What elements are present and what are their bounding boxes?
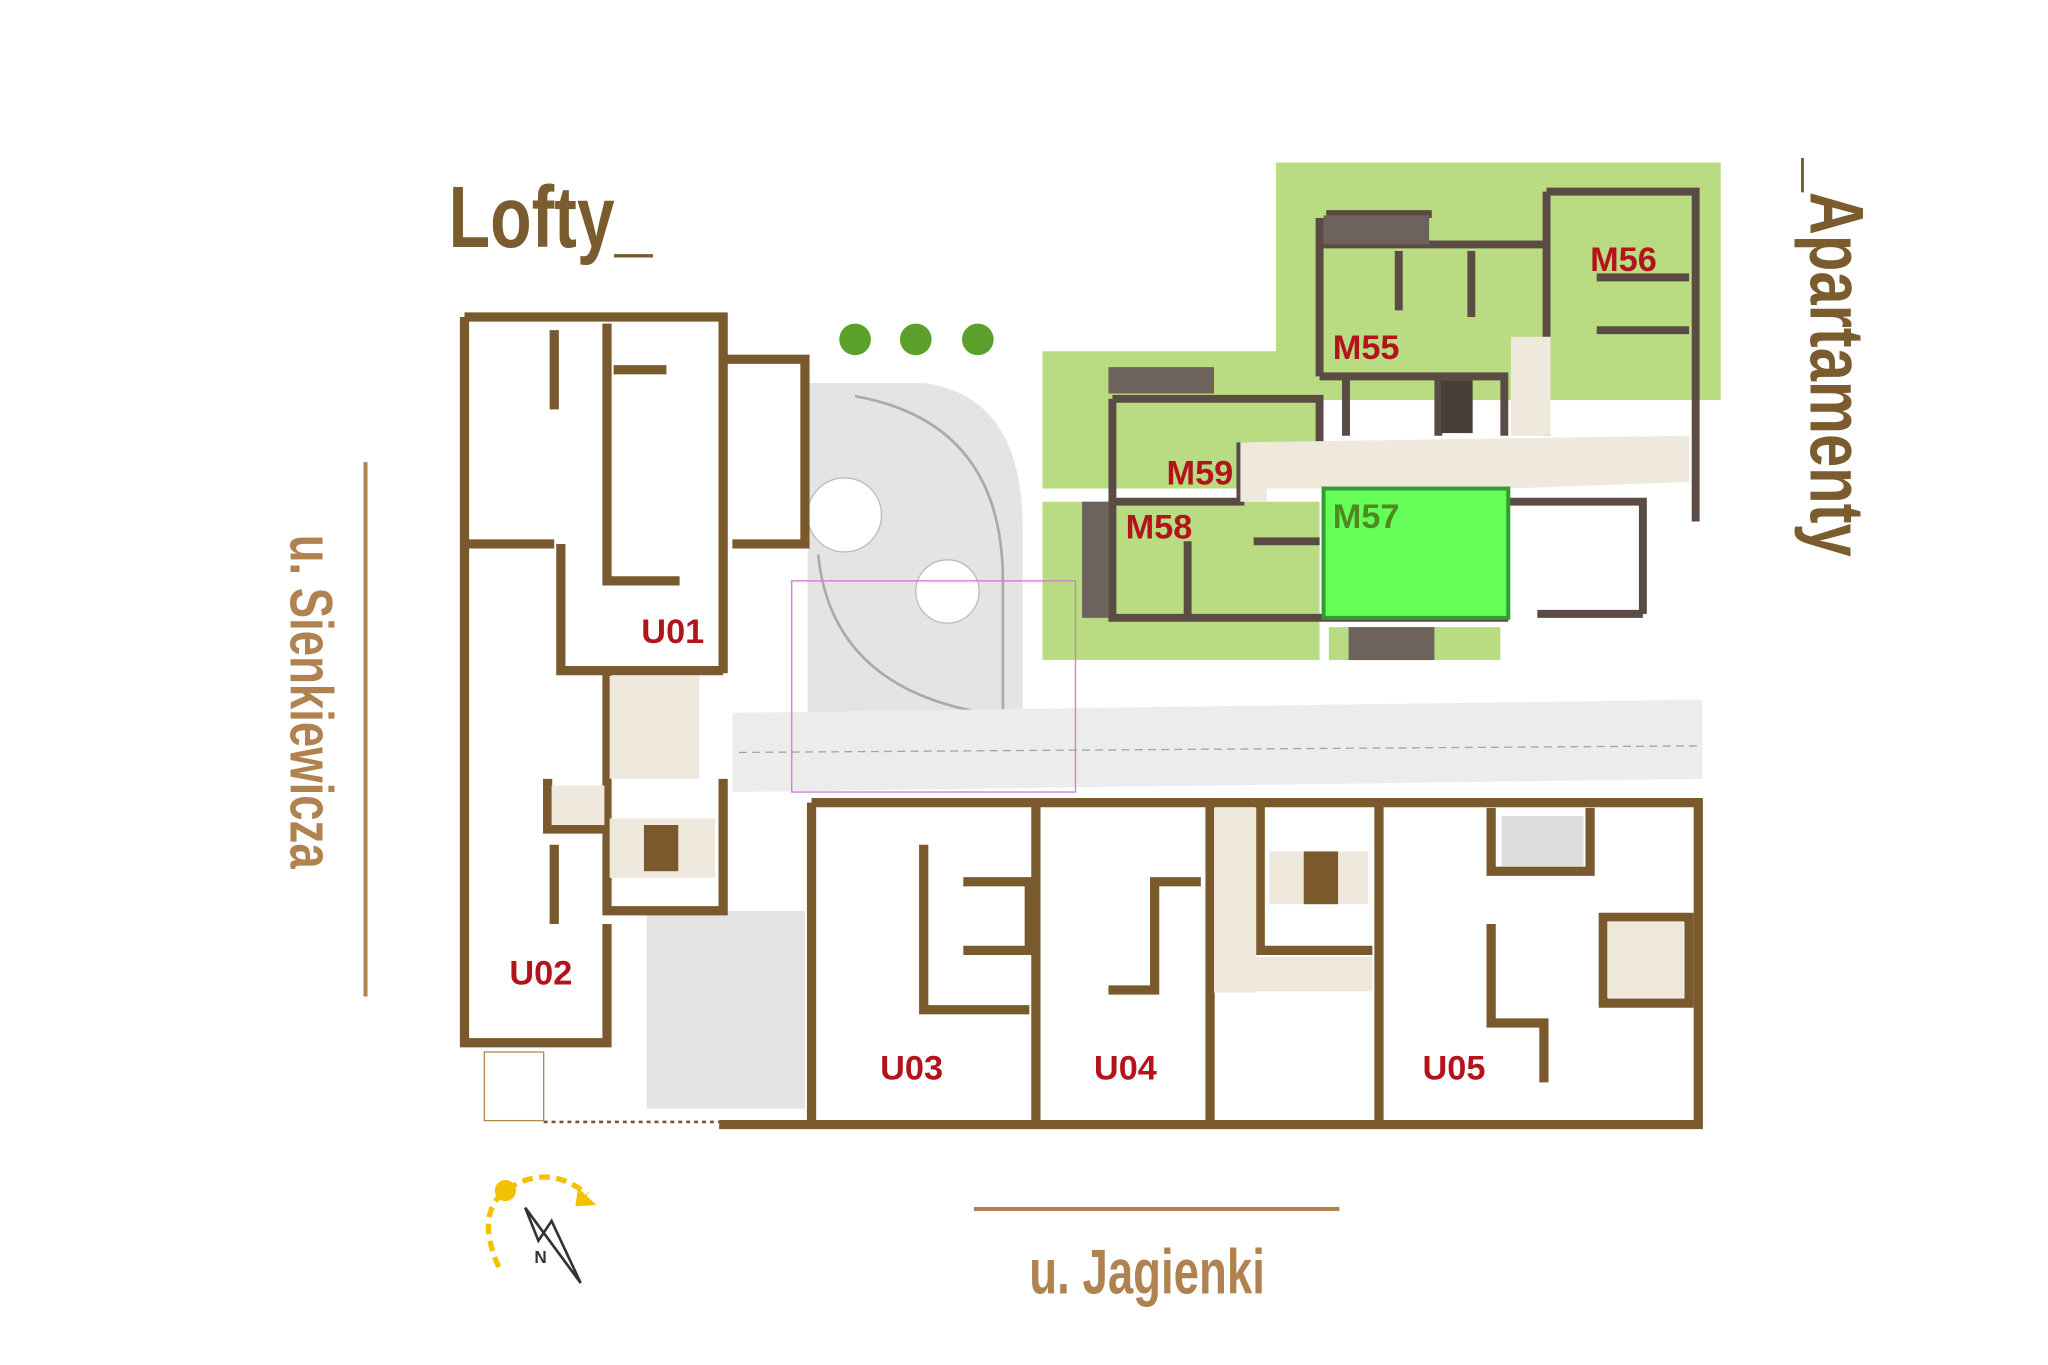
- unit-label: M56: [1590, 241, 1657, 279]
- unit-m57-highlight[interactable]: [1321, 486, 1511, 620]
- unit-m58[interactable]: M58: [1126, 509, 1193, 547]
- unit-label: U04: [1094, 1050, 1157, 1088]
- passage: [732, 580, 1703, 793]
- unit-u02[interactable]: U02: [509, 955, 572, 993]
- unit-m56[interactable]: M56: [1590, 241, 1657, 279]
- unit-label: M55: [1333, 329, 1400, 367]
- apartment-building: [1082, 187, 1700, 661]
- unit-m55[interactable]: M55: [1333, 329, 1400, 367]
- unit-label: U03: [880, 1050, 943, 1088]
- unit-u05[interactable]: U05: [1423, 1050, 1486, 1088]
- apartments-title: _Apartamenty: [1794, 158, 1880, 557]
- courtyard: [646, 382, 1023, 1109]
- unit-u04[interactable]: U04: [1094, 1050, 1157, 1088]
- unit-label: M58: [1126, 509, 1193, 547]
- ground-building: [719, 797, 1703, 1130]
- compass-north-label: N: [534, 1247, 546, 1267]
- street-jagienki: u. Jagienki: [1029, 1236, 1265, 1307]
- unit-label: M57: [1333, 498, 1400, 536]
- unit-u03[interactable]: U03: [880, 1050, 943, 1088]
- unit-label: U05: [1423, 1050, 1486, 1088]
- unit-label: U01: [641, 613, 704, 651]
- street-sienkiewicza: u. Sienkiewicza: [277, 535, 345, 870]
- unit-m57[interactable]: M57: [1333, 498, 1400, 536]
- unit-m59[interactable]: M59: [1167, 455, 1234, 493]
- lofty-building: [459, 312, 810, 1124]
- unit-u01[interactable]: U01: [641, 613, 704, 651]
- trees: [839, 323, 994, 356]
- lofty-title: Lofty_: [449, 168, 654, 266]
- unit-label: U02: [509, 955, 572, 993]
- compass-icon: N: [485, 1174, 597, 1284]
- unit-label: M59: [1167, 455, 1234, 493]
